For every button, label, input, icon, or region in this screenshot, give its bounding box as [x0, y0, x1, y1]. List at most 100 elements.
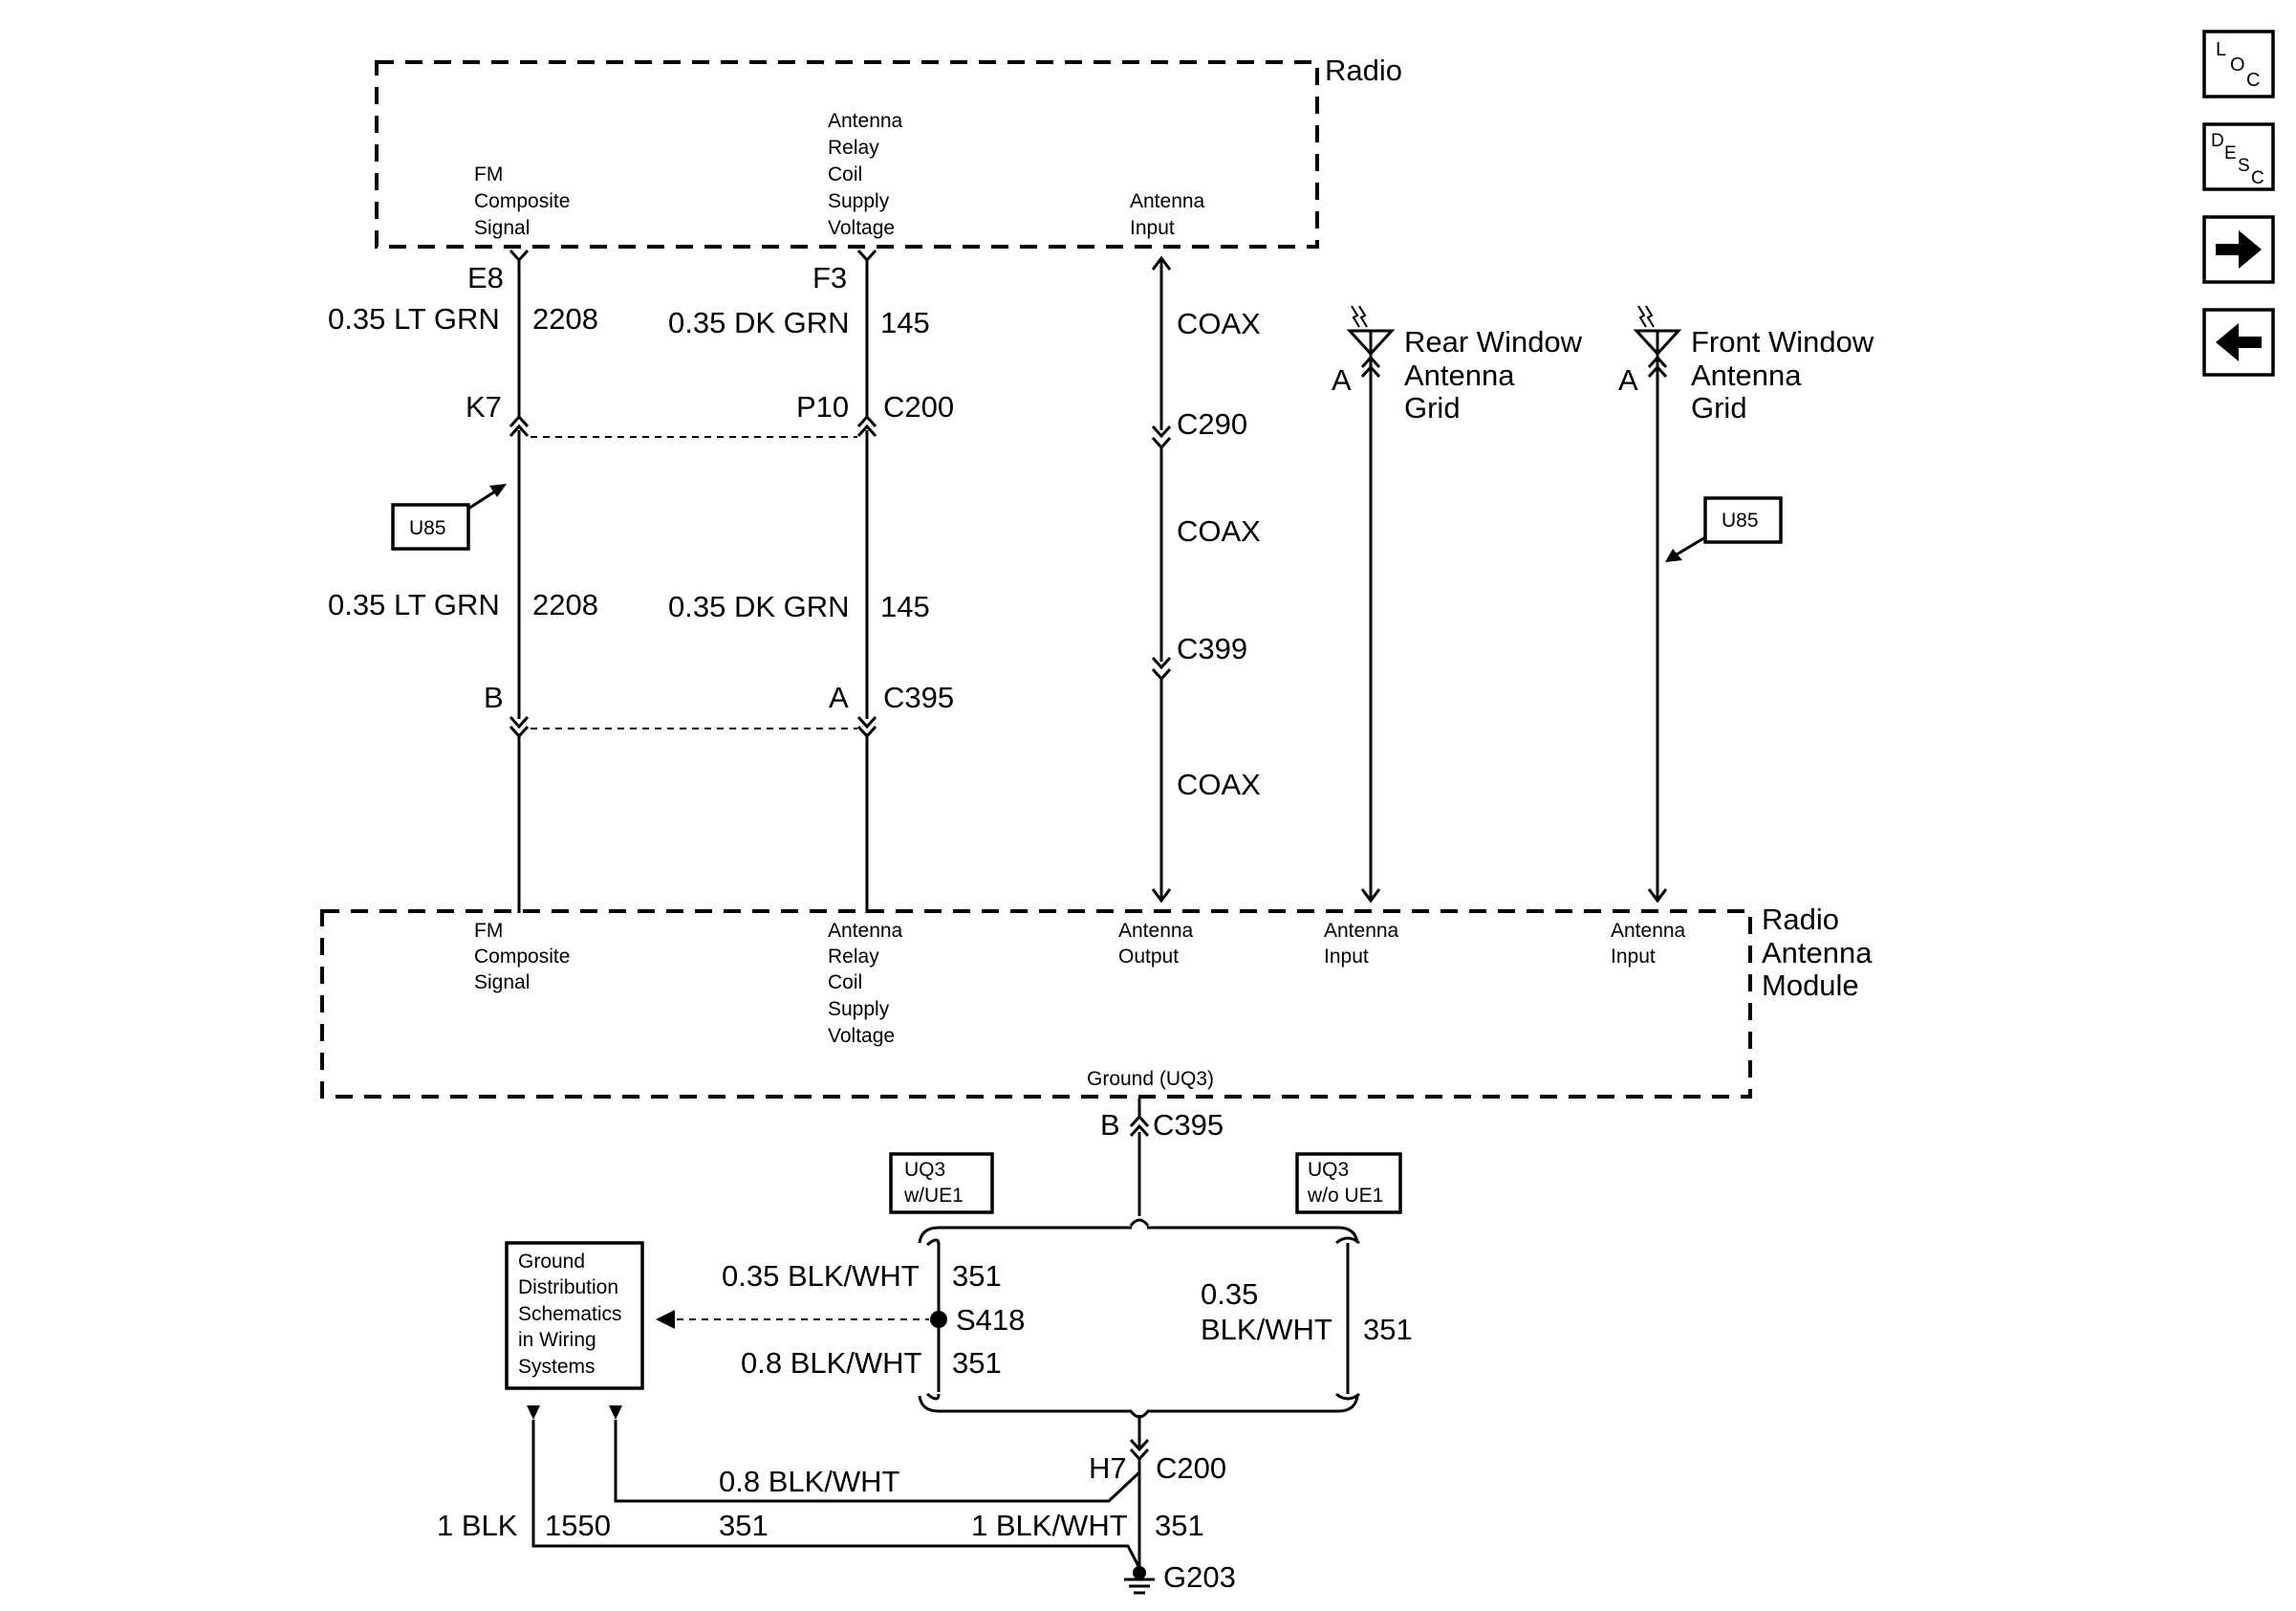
svg-text:Input: Input: [1130, 217, 1175, 239]
fm-top-gauge: 0.35 LT GRN: [328, 302, 500, 336]
fm-pin-b: B: [484, 681, 504, 714]
no-ue1-branch-wire: [1335, 1236, 1360, 1401]
h7-pin-label: H7: [1089, 1451, 1127, 1485]
bottom-wire-circuit-351-upper: [614, 1420, 1141, 1503]
svg-text:Antenna: Antenna: [1611, 920, 1686, 942]
svg-text:FM: FM: [474, 163, 503, 185]
fm-pin-e8: E8: [467, 261, 504, 294]
module-pin-antenna-output: Antenna Output: [1118, 920, 1194, 968]
svg-text:Ground: Ground: [518, 1251, 585, 1273]
svg-text:U85: U85: [409, 517, 446, 539]
radio-box: [375, 60, 1319, 249]
connector-c399-label: C399: [1177, 632, 1247, 665]
svg-text:w/UE1: w/UE1: [903, 1185, 964, 1207]
ue1-branch-wire: [656, 1238, 947, 1401]
svg-text:S: S: [2238, 156, 2250, 176]
bottom-wire3-circuit: 351: [1155, 1509, 1204, 1542]
uq3-with-ue1-option: UQ3 w/UE1: [889, 1152, 994, 1214]
connector-c200-label: C200: [883, 390, 954, 424]
gnd-right-gauge-2: BLK/WHT: [1201, 1313, 1332, 1346]
svg-text:Antenna: Antenna: [1324, 920, 1399, 942]
next-page-button[interactable]: [2202, 215, 2275, 284]
svg-text:D: D: [2211, 131, 2224, 151]
antenna-icon: [1346, 305, 1396, 357]
svg-text:Relay: Relay: [828, 137, 879, 159]
desc-button[interactable]: D E S C: [2202, 122, 2275, 191]
svg-text:Module: Module: [1762, 969, 1859, 1002]
module-ground-label: Ground (UQ3): [1087, 1068, 1214, 1090]
svg-text:Input: Input: [1611, 946, 1656, 968]
fm-pin-k7: K7: [466, 390, 502, 424]
svg-text:Antenna: Antenna: [1404, 359, 1515, 392]
radio-pin-antenna-relay-coil: Antenna Relay Coil Supply Voltage: [828, 110, 903, 239]
svg-text:Composite: Composite: [474, 946, 570, 968]
radio-pin-fm-composite-signal: FM Composite Signal: [474, 163, 570, 239]
fm-mid-gauge: 0.35 LT GRN: [328, 588, 500, 621]
uq3-without-ue1-option: UQ3 w/o UE1: [1295, 1152, 1402, 1214]
gnd-lower-circuit: 351: [952, 1346, 1002, 1380]
svg-text:Output: Output: [1118, 946, 1179, 968]
ground-symbol-icon: [1124, 1566, 1155, 1595]
svg-text:Distribution: Distribution: [518, 1276, 618, 1298]
coax-label-1: COAX: [1177, 307, 1261, 340]
svg-text:Schematics: Schematics: [518, 1303, 622, 1325]
bottom-wire1-gauge: 0.8 BLK/WHT: [719, 1465, 900, 1498]
front-window-antenna: [1633, 305, 1682, 903]
bottom-wire2-circuit: 1550: [545, 1509, 611, 1542]
h7-connector: [1129, 1415, 1150, 1568]
svg-text:Signal: Signal: [474, 217, 530, 239]
relay-mid-circuit: 145: [880, 590, 930, 623]
svg-text:Antenna: Antenna: [828, 920, 903, 942]
arrow-left-icon: [2216, 323, 2262, 361]
bottom-wire2-gauge: 1 BLK: [437, 1509, 518, 1542]
rear-antenna-title: Rear Window Antenna Grid: [1404, 325, 1583, 425]
svg-text:Front Window: Front Window: [1691, 325, 1874, 359]
svg-text:U85: U85: [1722, 510, 1759, 532]
loc-button[interactable]: L O C: [2202, 30, 2275, 98]
svg-text:Supply: Supply: [828, 190, 890, 212]
gnd-lower-gauge: 0.8 BLK/WHT: [741, 1346, 922, 1380]
svg-text:Radio: Radio: [1762, 903, 1839, 936]
svg-text:Systems: Systems: [518, 1356, 596, 1378]
svg-text:Antenna: Antenna: [1130, 190, 1205, 212]
svg-text:Relay: Relay: [828, 946, 879, 968]
front-antenna-pin: A: [1618, 363, 1638, 397]
module-pin-antenna-relay-coil: Antenna Relay Coil Supply Voltage: [828, 920, 903, 1047]
antenna-module-title: Radio Antenna Module: [1762, 903, 1873, 1002]
svg-text:FM: FM: [474, 920, 503, 942]
svg-text:E: E: [2224, 143, 2237, 163]
ground-merge-wire: [918, 1395, 1359, 1413]
svg-text:Voltage: Voltage: [828, 217, 895, 239]
splice-s418-dot: [930, 1311, 947, 1328]
gnd-right-circuit: 351: [1363, 1313, 1413, 1346]
h7-connector-label: C200: [1156, 1451, 1226, 1485]
svg-text:Voltage: Voltage: [828, 1025, 895, 1047]
svg-text:UQ3: UQ3: [904, 1159, 945, 1181]
ground-dist-arrow-2: [609, 1405, 622, 1420]
module-pin-fm-composite-signal: FM Composite Signal: [474, 920, 570, 993]
antenna-icon: [1633, 305, 1682, 357]
splice-s418-label: S418: [956, 1303, 1025, 1337]
svg-text:Antenna: Antenna: [1762, 936, 1873, 969]
previous-page-button[interactable]: [2202, 308, 2275, 377]
ground-point-g203: G203: [1163, 1560, 1236, 1594]
relay-pin-p10: P10: [796, 390, 849, 424]
radio-title: Radio: [1325, 54, 1402, 87]
svg-text:Input: Input: [1324, 946, 1369, 968]
front-antenna-title: Front Window Antenna Grid: [1691, 325, 1874, 425]
svg-text:Antenna: Antenna: [1118, 920, 1194, 942]
connector-c395-label: C395: [883, 681, 954, 714]
fm-top-circuit: 2208: [532, 302, 598, 336]
svg-text:Rear Window: Rear Window: [1404, 325, 1583, 359]
antenna-relay-wire: [856, 249, 877, 913]
ground-distribution-box: Ground Distribution Schematics in Wiring…: [505, 1241, 644, 1390]
radio-pin-antenna-input: Antenna Input: [1130, 190, 1205, 239]
rear-antenna-pin: A: [1332, 363, 1352, 397]
relay-mid-gauge: 0.35 DK GRN: [668, 590, 850, 623]
coax-cable: [1151, 255, 1172, 903]
svg-text:Coil: Coil: [828, 971, 862, 993]
relay-top-gauge: 0.35 DK GRN: [668, 306, 850, 339]
gnd-right-gauge-1: 0.35: [1201, 1277, 1258, 1311]
arrow-right-icon: [2216, 230, 2262, 269]
